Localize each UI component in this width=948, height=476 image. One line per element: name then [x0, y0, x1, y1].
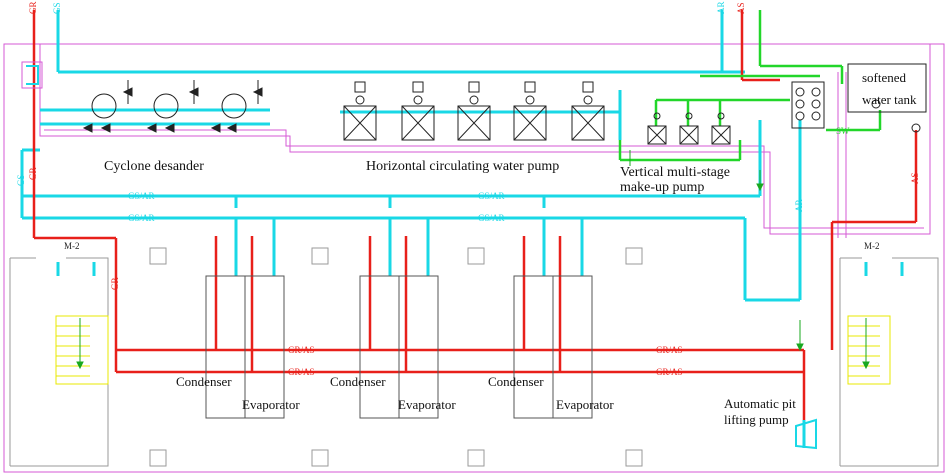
gs-ar-label-2: GS/AR — [478, 191, 505, 201]
condenser-label-2: Condenser — [330, 374, 386, 389]
vertical-pump-label-2: make-up pump — [620, 180, 704, 195]
gs-ar-label-4: GS/AR — [478, 213, 505, 223]
gr-top-label: GR — [28, 1, 38, 14]
as-right-label: AS — [910, 172, 920, 184]
evaporator-label-1: Evaporator — [242, 397, 300, 412]
cyclone-desander-icon — [91, 80, 259, 119]
gs-ar-label-3: GS/AR — [128, 213, 155, 223]
staircase-icon — [55, 315, 891, 385]
ar-mid-label: AR — [794, 199, 804, 212]
gr-as-label-1: GR/AS — [288, 345, 315, 355]
pit-label-2: lifting pump — [724, 412, 789, 427]
inlet-mark — [26, 65, 39, 85]
ar-top-label: AR — [716, 1, 726, 14]
evaporator-label-3: Evaporator — [556, 397, 614, 412]
evaporator-label-2: Evaporator — [398, 397, 456, 412]
gs-side-label: GS — [16, 174, 26, 186]
structural-columns — [9, 247, 939, 467]
tank-label-1: softened — [862, 70, 907, 85]
gs-top-label: GS — [52, 2, 62, 14]
m2-label-right: M-2 — [864, 241, 880, 251]
m2-label-left: M-2 — [64, 241, 80, 251]
condenser-label-1: Condenser — [176, 374, 232, 389]
horizontal-pump-icon — [343, 81, 605, 141]
tank-label-2: water tank — [862, 92, 917, 107]
condenser-label-3: Condenser — [488, 374, 544, 389]
inlet-box — [21, 61, 43, 89]
pit-label-1: Automatic pit — [724, 396, 796, 411]
softener-unit — [791, 81, 825, 129]
vertical-pump-label-1: Vertical multi-stage — [620, 165, 730, 180]
water-tank-icon — [847, 63, 927, 133]
gr-as-label-4: GR/AS — [656, 367, 683, 377]
stair-arrows — [76, 318, 870, 370]
gr-mid-label: GR — [110, 277, 120, 290]
desander-valves — [82, 87, 263, 133]
red-pipes — [32, 10, 918, 420]
gr-side-label: GR — [28, 167, 38, 180]
gr-as-label-3: GR/AS — [288, 367, 315, 377]
cyclone-label: Cyclone desander — [104, 159, 204, 174]
vertical-pump-icon — [647, 112, 731, 145]
flow-arrows — [629, 150, 804, 352]
pit-pump-icon — [795, 418, 817, 450]
gr-as-label-2: GR/AS — [656, 345, 683, 355]
horizontal-pump-label: Horizontal circulating water pump — [366, 159, 559, 174]
as-top-label: AS — [736, 2, 746, 14]
sw-label: SW — [836, 126, 850, 136]
building-outline — [3, 43, 945, 473]
gs-ar-label-1: GS/AR — [128, 191, 155, 201]
chiller-units — [205, 275, 593, 419]
